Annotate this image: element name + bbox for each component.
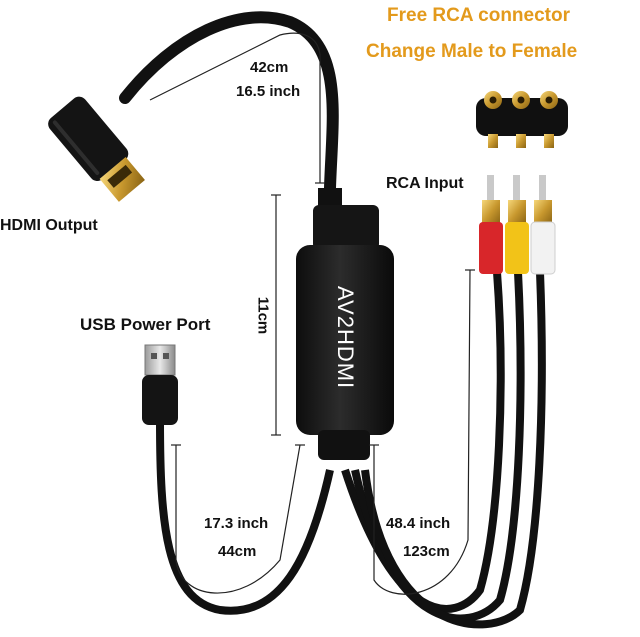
usb-power-port-label: USB Power Port — [80, 315, 211, 334]
rca-plug-red — [479, 175, 503, 274]
hdmi-cable — [119, 11, 339, 194]
rca-plug-yellow — [505, 175, 529, 274]
usb-length-inch: 17.3 inch — [204, 515, 269, 532]
hdmi-length-inch: 16.5 inch — [236, 83, 301, 100]
hdmi-output-label: HDMI Output — [0, 217, 98, 234]
promo-line-1: Free RCA connector — [387, 5, 570, 26]
dimension-lines — [149, 32, 475, 595]
rca-cable-white — [361, 271, 546, 629]
rca-input-label: RCA Input — [386, 175, 464, 192]
usb-plug — [142, 344, 178, 425]
box-length-label: 11cm — [254, 296, 272, 335]
device-brand-text: AV2HDMI — [333, 286, 358, 390]
hdmi-plug — [48, 96, 145, 202]
rca-length-cm: 123cm — [403, 543, 450, 560]
converter-box — [296, 188, 394, 460]
usb-cable — [156, 419, 334, 615]
promo-line-2: Change Male to Female — [366, 41, 578, 62]
rca-length-inch: 48.4 inch — [386, 515, 451, 532]
hdmi-length-cm: 42cm — [250, 59, 289, 76]
usb-length-cm: 44cm — [218, 543, 257, 560]
rca-female-coupler — [476, 91, 568, 148]
rca-plug-white — [530, 175, 556, 275]
